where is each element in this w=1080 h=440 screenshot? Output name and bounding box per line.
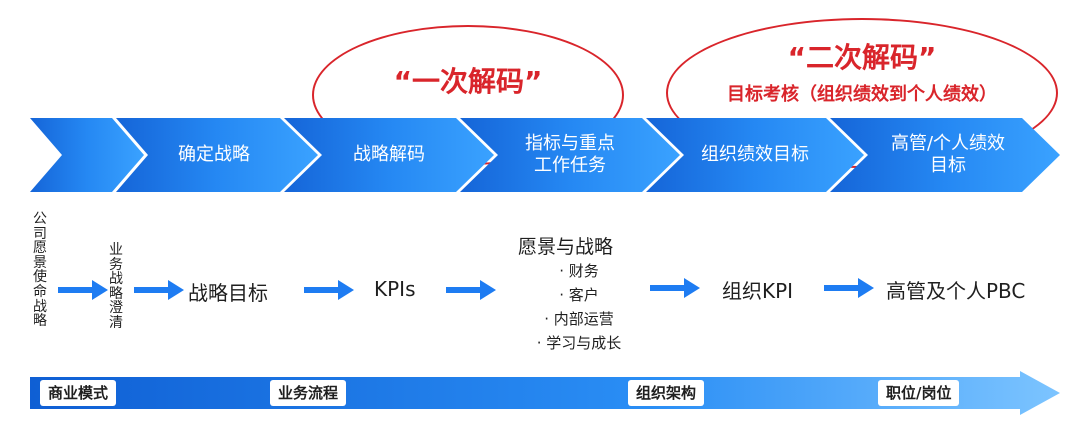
second-decode-title: “二次解码” [787, 41, 937, 74]
list-item: · 学习与成长 [536, 334, 622, 352]
list-item: · 财务 [559, 262, 599, 280]
org-kpi-text: 组织KPI [722, 279, 794, 303]
chevron-label-org-performance: 组织绩效目标 [701, 144, 809, 165]
chevron-5 [830, 118, 1060, 192]
chevron-2 [284, 118, 494, 192]
flow-arrow-icon [134, 280, 184, 300]
chevron-label-strategy-decode: 战略解码 [353, 144, 425, 165]
chevron-band-graphic [30, 118, 1060, 192]
chevron-process-band: 确定战略 战略解码 指标与重点 工作任务 组织绩效目标 高管/个人绩效 目标 [30, 118, 1060, 192]
chevron-1 [116, 118, 318, 192]
vision-strategy-title: 愿景与战略 [518, 236, 614, 258]
flow-arrow-icon [304, 280, 354, 300]
tag-position: 职位/岗位 [878, 380, 960, 406]
chevron-label-confirm-strategy: 确定战略 [178, 144, 250, 165]
vision-mission-vertical-text: 公司愿景使命战略 [33, 211, 47, 330]
chevron-0 [30, 118, 144, 192]
chevron-4 [646, 118, 864, 192]
tag-org-structure: 组织架构 [628, 380, 705, 406]
chevron-3 [460, 118, 680, 192]
kpis-text: KPIs [374, 277, 416, 301]
flow-arrow-icon [58, 280, 108, 300]
first-decode-title: “一次解码” [393, 65, 543, 98]
strategy-clarify-vertical-text: 业务战略澄清 [109, 242, 123, 331]
chevron-label-exec-performance: 高管/个人绩效 目标 [890, 133, 1006, 176]
flow-arrow-icon [446, 280, 496, 300]
exec-pbc-text: 高管及个人PBC [886, 279, 1026, 303]
tag-business-model: 商业模式 [40, 380, 117, 406]
foundation-bar: 商业模式 业务流程 组织架构 职位/岗位 [30, 371, 1060, 415]
second-decode-note: 目标考核（组织绩效到个人绩效） [727, 84, 997, 105]
vision-strategy-list: · 财务 · 客户 · 内部运营 · 学习与成长 [524, 259, 634, 355]
list-item: · 客户 [559, 286, 599, 304]
tag-business-process: 业务流程 [270, 380, 347, 406]
chevron-label-indicators-tasks: 指标与重点 工作任务 [525, 133, 615, 176]
flow-arrow-icon [650, 278, 700, 298]
strategic-goals-text: 战略目标 [188, 281, 268, 305]
flow-arrow-icon [824, 278, 874, 298]
list-item: · 内部运营 [544, 310, 614, 328]
